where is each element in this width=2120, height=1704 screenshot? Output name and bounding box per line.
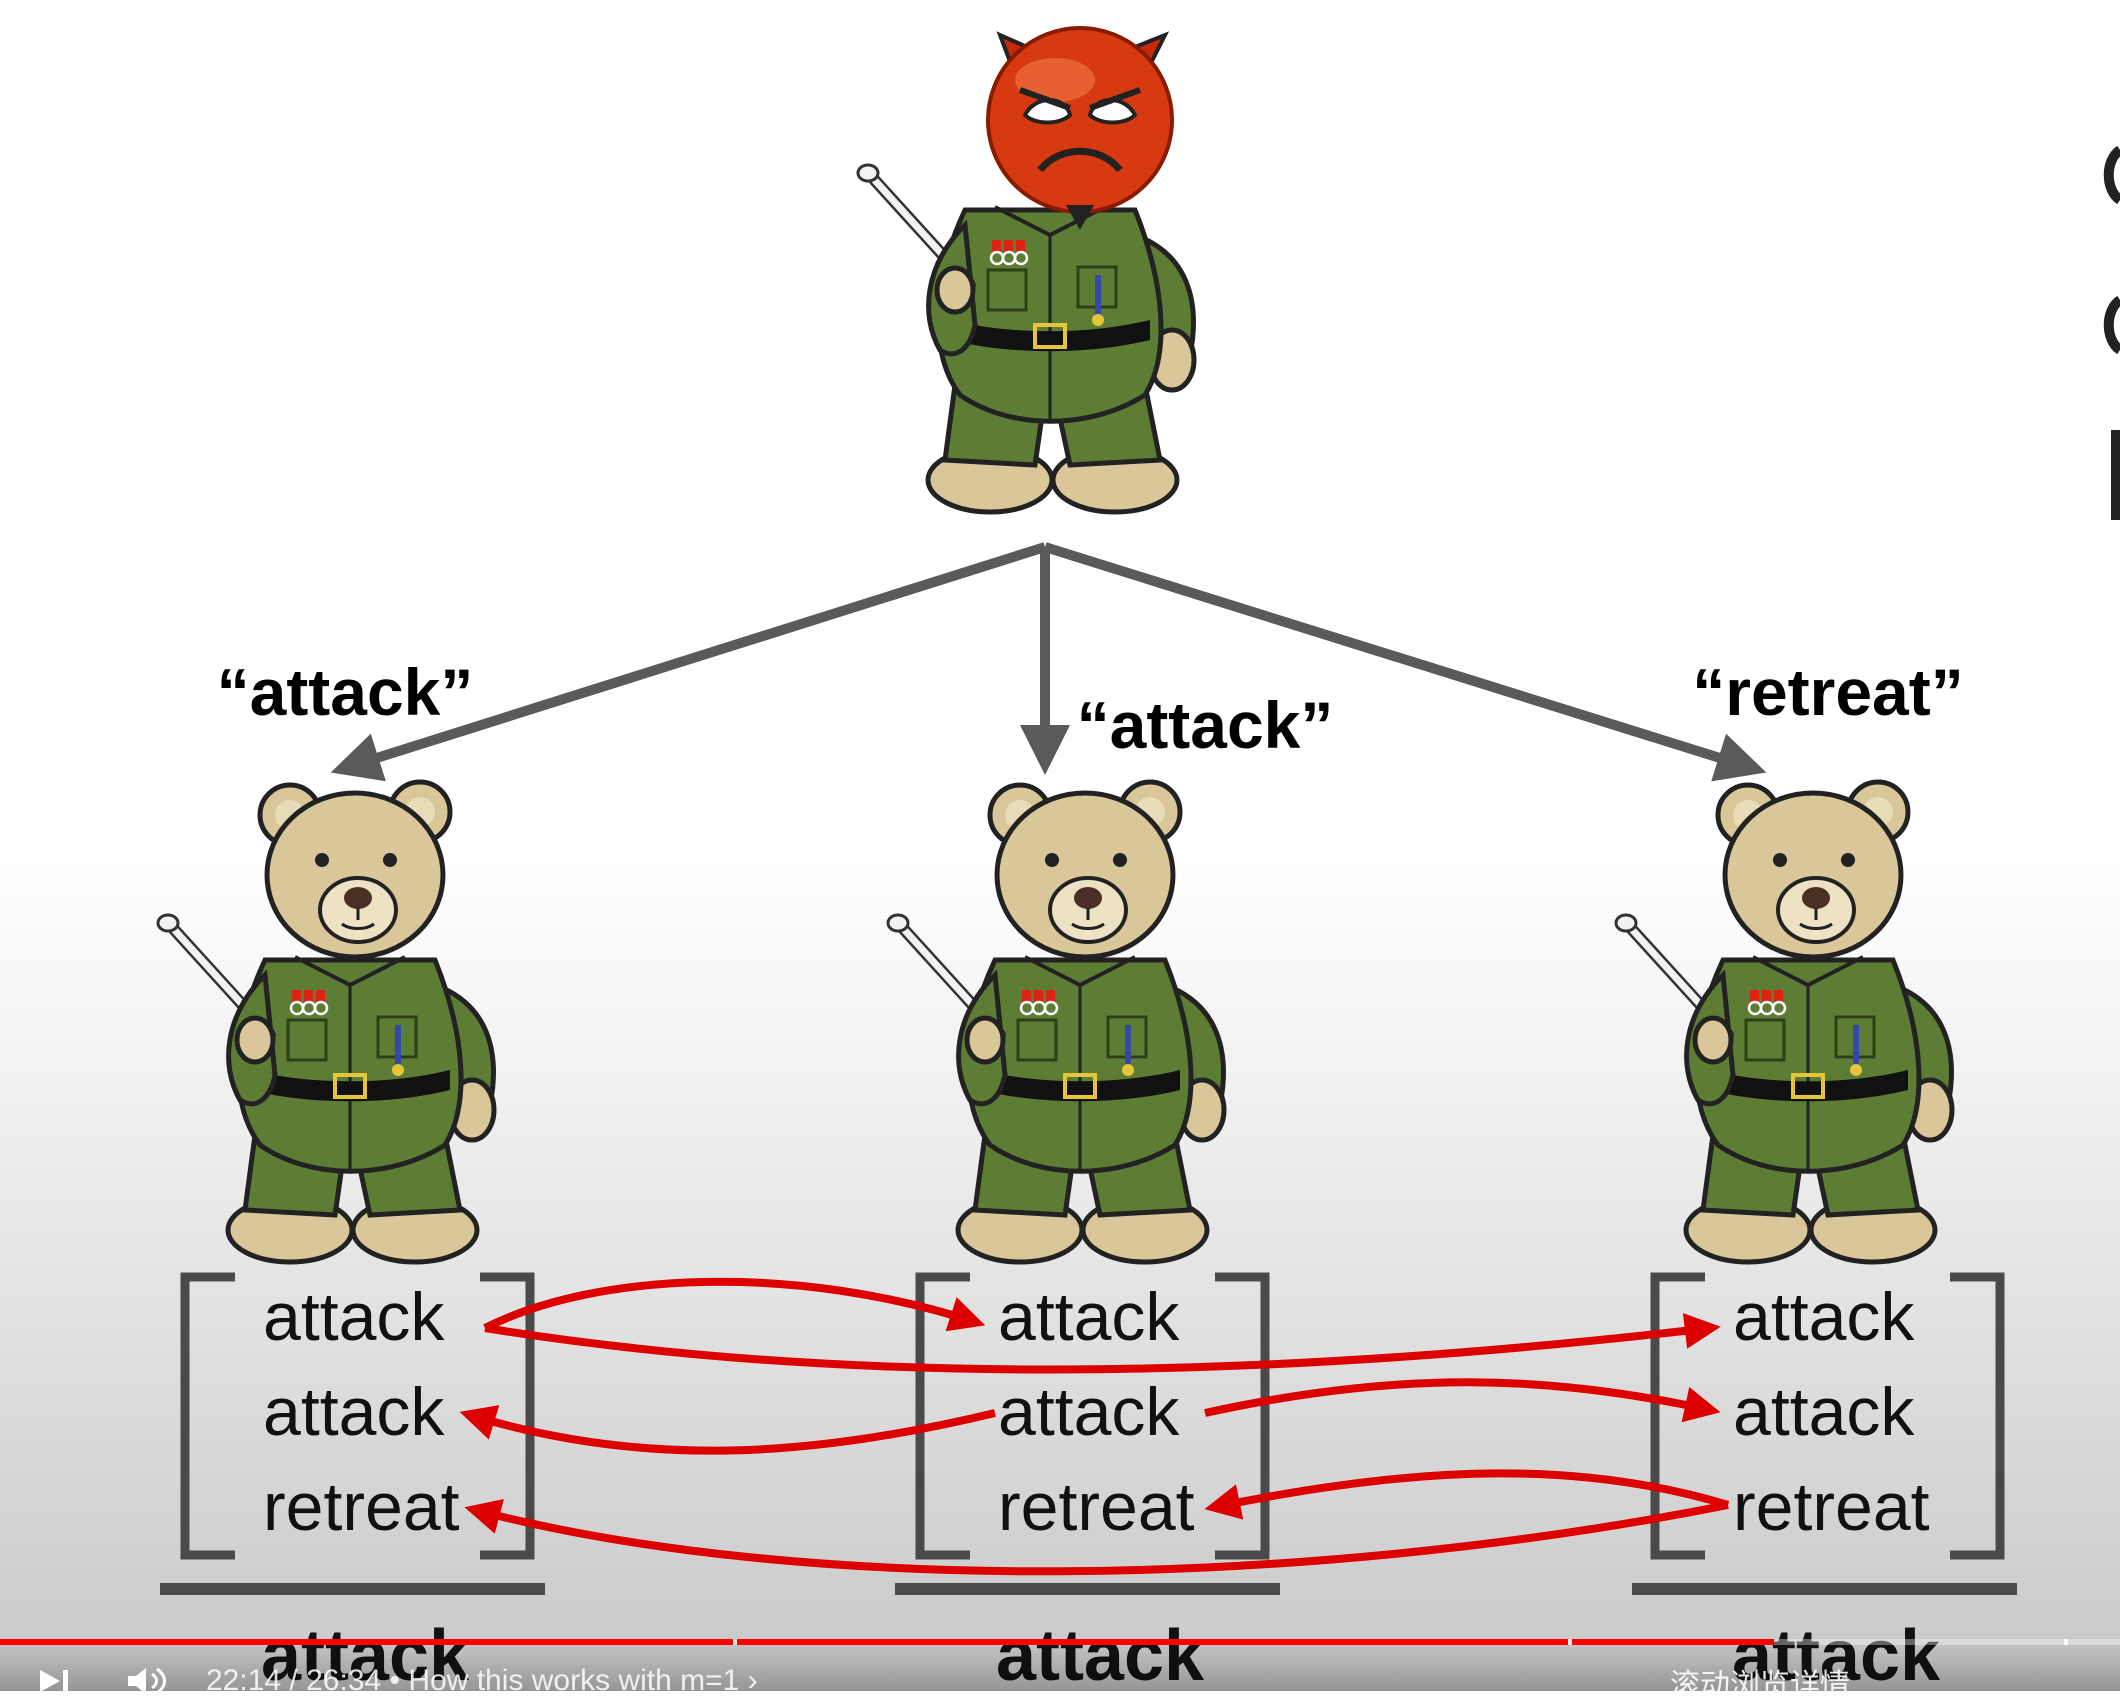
devil-face-icon <box>986 26 1174 230</box>
lieutenant-3 <box>1616 782 1952 1262</box>
result-2: attack <box>996 1616 1205 1691</box>
command-label-2: “attack” <box>1077 688 1334 762</box>
result-3: attack <box>1732 1616 1941 1691</box>
teddy-bear-soldier-icon <box>260 782 450 957</box>
leader-general <box>858 165 1194 512</box>
time-current: 22:14 <box>206 1664 282 1697</box>
vector-3: attack attack retreat <box>1733 1279 1930 1545</box>
command-label-3: “retreat” <box>1692 655 1963 729</box>
command-arrows <box>330 542 1767 782</box>
vector-2-item-1: attack <box>998 1279 1180 1355</box>
vector-3-item-2: attack <box>1733 1374 1915 1450</box>
chapter-marker <box>733 1639 737 1645</box>
right-edge-fragment <box>2103 145 2120 520</box>
teddy-bear-soldier-icon <box>1718 782 1908 957</box>
skip-next-icon[interactable] <box>36 1668 76 1694</box>
vector-1-item-2: attack <box>263 1374 445 1450</box>
time-separator: / <box>289 1664 298 1697</box>
chapter-marker <box>2064 1639 2068 1645</box>
player-controls <box>0 1638 2120 1691</box>
vector-1-item-1: attack <box>263 1279 445 1355</box>
chapter-title[interactable]: • How this works with m=1 › <box>389 1664 758 1697</box>
vector-2-item-3: retreat <box>998 1469 1195 1545</box>
scroll-details-hint[interactable]: 滚动浏览详情 <box>1670 1669 1850 1702</box>
lieutenant-2 <box>888 782 1224 1262</box>
time-total: 26:34 <box>306 1664 382 1697</box>
teddy-bear-soldier-icon <box>990 782 1180 957</box>
progress-fill <box>0 1639 1775 1645</box>
volume-icon[interactable] <box>126 1666 172 1696</box>
command-label-1: “attack” <box>217 655 474 729</box>
vector-3-item-3: retreat <box>1733 1469 1930 1545</box>
progress-bar[interactable] <box>0 1639 2120 1645</box>
vector-3-item-1: attack <box>1733 1279 1915 1355</box>
time-display: 22:14 / 26:34 • How this works with m=1 … <box>206 1664 758 1698</box>
vector-2-item-2: attack <box>998 1374 1180 1450</box>
vector-2: attack attack retreat <box>998 1279 1195 1545</box>
vector-brackets <box>180 1272 2005 1560</box>
chapter-marker <box>1568 1639 1572 1645</box>
result-1: attack <box>261 1616 470 1691</box>
exchange-arrows <box>459 1277 1730 1576</box>
lieutenant-1 <box>158 782 494 1262</box>
vector-1: attack attack retreat <box>263 1279 460 1545</box>
vector-1-item-3: retreat <box>263 1469 460 1545</box>
